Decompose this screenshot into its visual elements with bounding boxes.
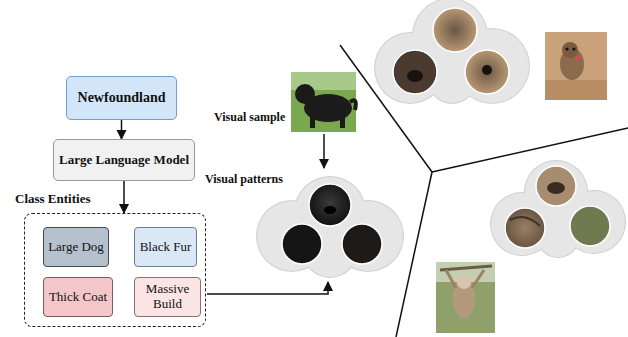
node-label: Newfoundland xyxy=(78,90,166,106)
group-heading: Class Entities xyxy=(15,192,90,207)
cloud-outlines xyxy=(256,0,626,278)
input-class-box: Newfoundland xyxy=(66,76,177,120)
node-label: Black Fur xyxy=(140,240,192,255)
entity-box: Black Fur xyxy=(134,227,197,267)
figure-label: Visual sample xyxy=(214,110,285,125)
sloth-photo xyxy=(436,262,495,333)
entity-group: Class EntitiesLarge DogBlack FurThick Co… xyxy=(24,213,206,327)
flow-arrow xyxy=(123,181,125,213)
model-box: Large Language Model xyxy=(53,139,195,181)
cloud-fills xyxy=(257,0,625,277)
node-label: Thick Coat xyxy=(49,290,107,305)
pattern-patches xyxy=(282,8,610,264)
entity-box: Large Dog xyxy=(43,227,109,267)
meerkat-photo xyxy=(545,32,607,100)
patch-details xyxy=(324,65,565,226)
flow-arrow xyxy=(121,120,123,139)
figure-label: Visual patterns xyxy=(205,172,283,187)
node-label: Large Language Model xyxy=(59,153,189,168)
entity-box: Massive Build xyxy=(134,277,201,317)
node-label: Large Dog xyxy=(48,240,104,255)
entity-box: Thick Coat xyxy=(43,277,113,317)
illustration-arrows xyxy=(207,134,328,294)
dog-photo xyxy=(291,72,356,132)
node-label: Massive Build xyxy=(138,282,197,312)
